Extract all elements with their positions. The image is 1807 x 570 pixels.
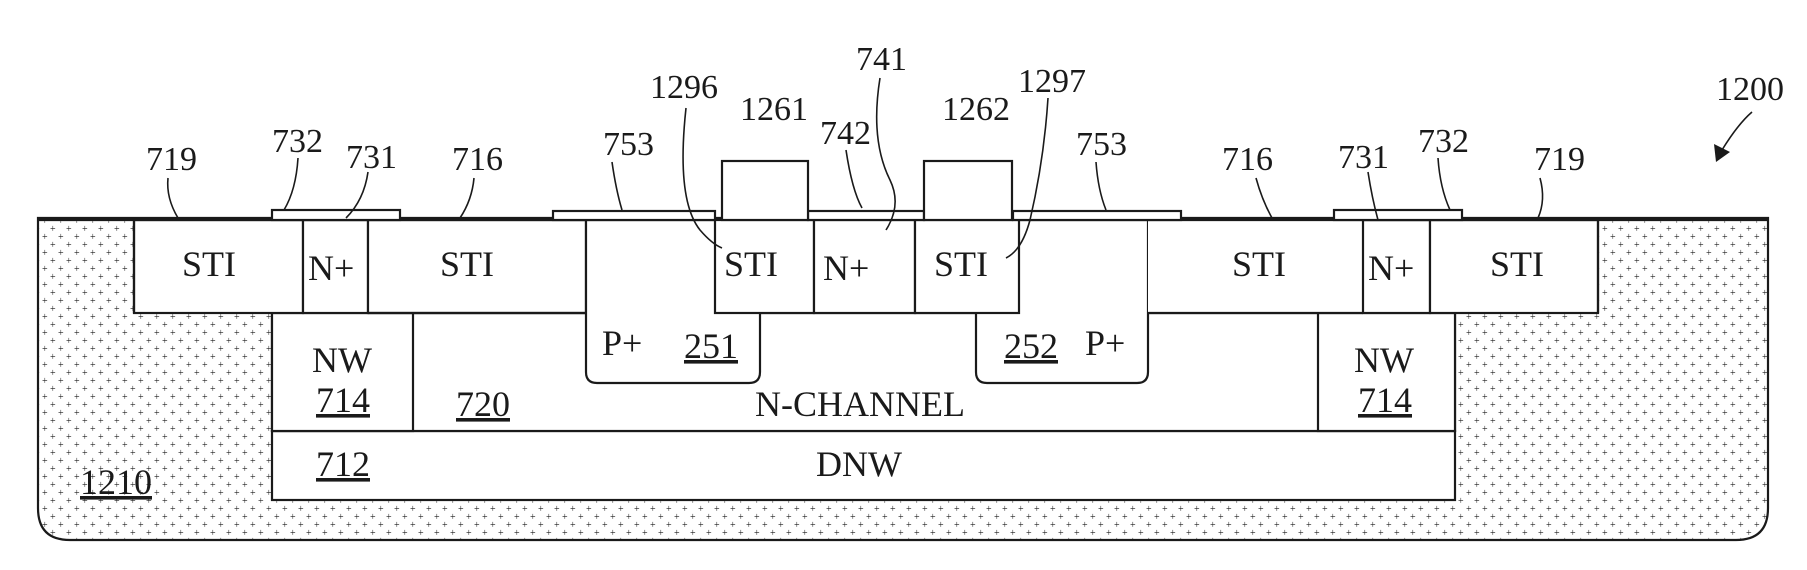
- sti-label-6: STI: [1490, 244, 1544, 284]
- layer-741: [808, 211, 924, 220]
- leader-716-right: [1256, 178, 1272, 218]
- contact-732-right: [1334, 210, 1462, 220]
- figure-ref-1200: 1200: [1716, 71, 1784, 108]
- n-channel-label: N-CHANNEL: [755, 384, 965, 424]
- nw-label-left: NW: [312, 340, 372, 380]
- callout-1262: 1262: [942, 91, 1010, 128]
- leader-753-left: [612, 162, 622, 210]
- gate-1261: [722, 161, 808, 220]
- callout-1261: 1261: [740, 91, 808, 128]
- leader-719-left: [168, 178, 178, 218]
- p-plus-ref-252: 252: [1004, 326, 1058, 366]
- sti-label-1: STI: [182, 244, 236, 284]
- figure-arrow: [1722, 112, 1752, 150]
- p-plus-ref-251: 251: [684, 326, 738, 366]
- callout-731-left: 731: [346, 139, 397, 176]
- sti-label-4: STI: [934, 244, 988, 284]
- dnw-label: DNW: [816, 444, 902, 484]
- contact-732-left: [272, 210, 400, 220]
- leader-732-left: [284, 158, 298, 210]
- callout-1297: 1297: [1018, 63, 1086, 100]
- leader-732-right: [1438, 158, 1450, 210]
- n-plus-label-2: N+: [823, 248, 869, 288]
- nw-ref-left: 714: [316, 380, 370, 420]
- dnw-ref: 712: [316, 444, 370, 484]
- substrate-ref-1210: 1210: [80, 462, 152, 502]
- callout-742: 742: [820, 115, 871, 152]
- callout-716-left: 716: [452, 141, 503, 178]
- sti-label-5: STI: [1232, 244, 1286, 284]
- callout-719-left: 719: [146, 141, 197, 178]
- gate-1262: [924, 161, 1012, 220]
- leader-741: [877, 78, 895, 230]
- callout-753-right: 753: [1076, 126, 1127, 163]
- sti-label-3: STI: [724, 244, 778, 284]
- leader-742: [846, 150, 862, 208]
- leader-716-left: [460, 178, 474, 218]
- callout-741: 741: [856, 41, 907, 78]
- callout-732-right: 732: [1418, 123, 1469, 160]
- n-channel-ref: 720: [456, 384, 510, 424]
- n-plus-label-3: N+: [1368, 248, 1414, 288]
- leader-719-right: [1538, 178, 1543, 218]
- nw-ref-right: 714: [1358, 380, 1412, 420]
- n-plus-label-1: N+: [308, 248, 354, 288]
- sti-label-2: STI: [440, 244, 494, 284]
- p-plus-label-left: P+: [602, 323, 642, 363]
- figure-arrowhead: [1714, 144, 1730, 162]
- nw-label-right: NW: [1354, 340, 1414, 380]
- callout-716-right: 716: [1222, 141, 1273, 178]
- callout-731-right: 731: [1338, 139, 1389, 176]
- callout-753-left: 753: [603, 126, 654, 163]
- p-plus-label-right: P+: [1085, 323, 1125, 363]
- leader-753-right: [1096, 162, 1106, 210]
- callout-719-right: 719: [1534, 141, 1585, 178]
- layer-753-right: [1013, 211, 1181, 220]
- callout-1296: 1296: [650, 69, 718, 106]
- callout-732-left: 732: [272, 123, 323, 160]
